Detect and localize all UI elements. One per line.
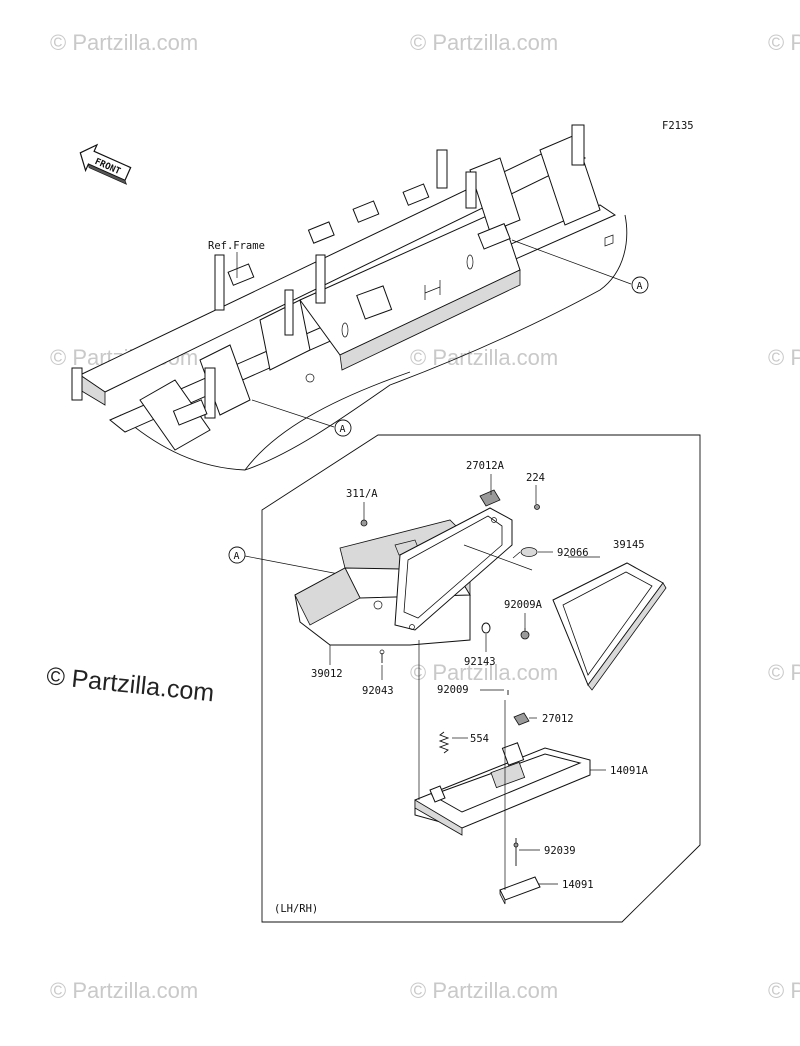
label-92039: 92039 (544, 845, 576, 857)
label-27012a: 27012A (466, 460, 505, 472)
callout-a-box-letter: A (234, 551, 240, 562)
cap-92066 (520, 547, 538, 557)
rivet-311a (360, 519, 368, 527)
front-arrow-icon: FRONT (79, 143, 132, 185)
label-554: 554 (470, 733, 489, 745)
label-311a: 311/A (346, 488, 378, 500)
vehicle-frame (71, 124, 628, 471)
watermark-bottom-left: © Partzilla.com (50, 978, 199, 1003)
label-224: 224 (526, 472, 545, 484)
watermark-low-center: © Partzilla.com (410, 660, 559, 685)
label-39145: 39145 (613, 539, 645, 551)
ref-frame-label: Ref.Frame (208, 240, 265, 252)
callout-a-lower-letter: A (340, 424, 346, 435)
watermark-low-right: © Partzilla.com (768, 660, 800, 685)
label-14091: 14091 (562, 879, 594, 891)
leader-lines (329, 474, 606, 890)
watermark-bottom-right: © Partzilla.com (768, 978, 800, 1003)
watermark-top-right: © Partzilla.com (768, 30, 800, 55)
watermark-top-center: © Partzilla.com (410, 30, 559, 55)
watermark-mid-right: © Partzilla.com (768, 345, 800, 370)
lid-frame (394, 507, 513, 631)
callout-a-box: A (228, 546, 345, 576)
watermark-bottom-center: © Partzilla.com (410, 978, 559, 1003)
label-92043: 92043 (362, 685, 394, 697)
callout-a-upper: A (511, 239, 649, 294)
label-92066: 92066 (557, 547, 589, 559)
spring-554 (438, 731, 450, 754)
label-92009a: 92009A (504, 599, 543, 611)
watermark-top-left: © Partzilla.com (50, 30, 199, 55)
callout-a-upper-letter: A (637, 281, 643, 292)
label-27012: 27012 (542, 713, 574, 725)
label-92009: 92009 (437, 684, 469, 696)
lid-39145 (552, 562, 667, 691)
diagram-code: F2135 (662, 120, 694, 132)
variant-label: (LH/RH) (274, 903, 318, 915)
collar-92143 (481, 622, 491, 634)
latch-27012 (513, 712, 530, 726)
label-39012: 39012 (311, 668, 343, 680)
tray-14091a (414, 742, 591, 836)
screw-224 (534, 504, 540, 510)
label-92143: 92143 (464, 656, 496, 668)
hinge-27012a (479, 489, 501, 507)
watermark-mid-center: © Partzilla.com (410, 345, 559, 370)
exploded-view-border (261, 434, 701, 923)
label-14091a: 14091A (610, 765, 649, 777)
callout-a-lower: A (251, 399, 352, 437)
handle-14091 (499, 876, 541, 905)
